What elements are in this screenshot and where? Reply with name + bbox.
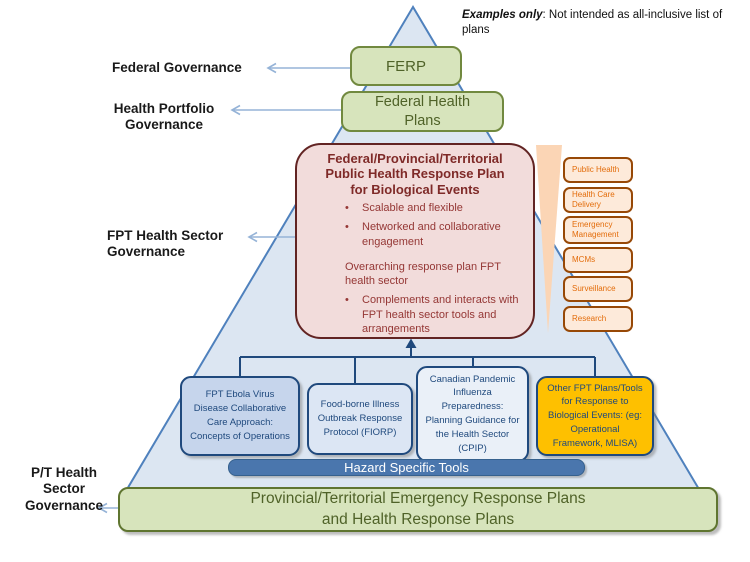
capability-box-emergency-management: Emergency Management [563, 216, 633, 244]
bullet-item: Networked and collaborative engagement [297, 220, 533, 249]
fpt-response-plan-paragraph: Overarching response plan FPT health sec… [345, 260, 501, 288]
capability-box-surveillance: Surveillance [563, 276, 633, 302]
pt-plans-line2: and Health Response Plans [321, 510, 515, 528]
examples-note: Examples only: Not intended as all-inclu… [462, 8, 738, 38]
left-arrowhead-icon [97, 502, 108, 514]
pt-plans-line1: Provincial/Territorial Emergency Respons… [250, 490, 586, 508]
capability-box-research: Research [563, 306, 633, 332]
label-arrows [97, 62, 350, 514]
federal-health-plans-line2: Plans [404, 112, 441, 129]
left-arrowhead-icon [230, 104, 241, 116]
fpt-response-plan-title: Federal/Provincial/Territorial Public He… [325, 151, 505, 197]
tool-box-fiorp: Food-borne Illness Outbreak Response Pro… [307, 383, 413, 455]
pt-emergency-response-plans-box: Provincial/Territorial Emergency Respons… [118, 487, 718, 532]
examples-note-lead: Examples only [462, 9, 543, 21]
label-pt-health-sector-governance: P/T Health Sector Governance [24, 465, 104, 513]
bullet-item: Complements and interacts with FPT healt… [297, 293, 533, 336]
federal-health-plans-box: Federal Health Plans [341, 91, 504, 132]
left-arrowhead-icon [266, 62, 277, 74]
fpt-response-plan-box: Federal/Provincial/Territorial Public He… [295, 143, 535, 339]
bullet-item: Scalable and flexible [297, 201, 533, 215]
fpt-response-plan-bullets: Scalable and flexible Networked and coll… [297, 201, 533, 249]
tool-box-ebola: FPT Ebola Virus Disease Collaborative Ca… [180, 376, 300, 456]
label-fpt-health-sector-governance: FPT Health Sector Governance [107, 228, 224, 260]
tools-connector-bracket [239, 346, 596, 384]
capability-box-public-health: Public Health [563, 157, 633, 183]
peach-triangle-shape [536, 145, 562, 333]
label-health-portfolio-governance: Health Portfolio Governance [113, 101, 215, 133]
capability-box-mcms: MCMs [563, 247, 633, 273]
capability-box-health-care-delivery: Health Care Delivery [563, 187, 633, 213]
up-arrow-icon [405, 338, 417, 348]
fpt-response-plan-sub-bullets: Complements and interacts with FPT healt… [297, 293, 533, 336]
ferp-box: FERP [350, 46, 462, 86]
tool-box-other-fpt-plans: Other FPT Plans/Tools for Response to Bi… [536, 376, 654, 456]
label-federal-governance: Federal Governance [112, 60, 242, 75]
left-arrowhead-icon [247, 231, 258, 243]
hazard-specific-tools-bar: Hazard Specific Tools [228, 459, 585, 476]
federal-health-plans-line1: Federal Health [374, 94, 471, 111]
tool-box-cpip: Canadian Pandemic Influenza Preparedness… [416, 366, 529, 462]
examples-note-rest: : Not intended as all-inclusive list of … [462, 9, 723, 36]
